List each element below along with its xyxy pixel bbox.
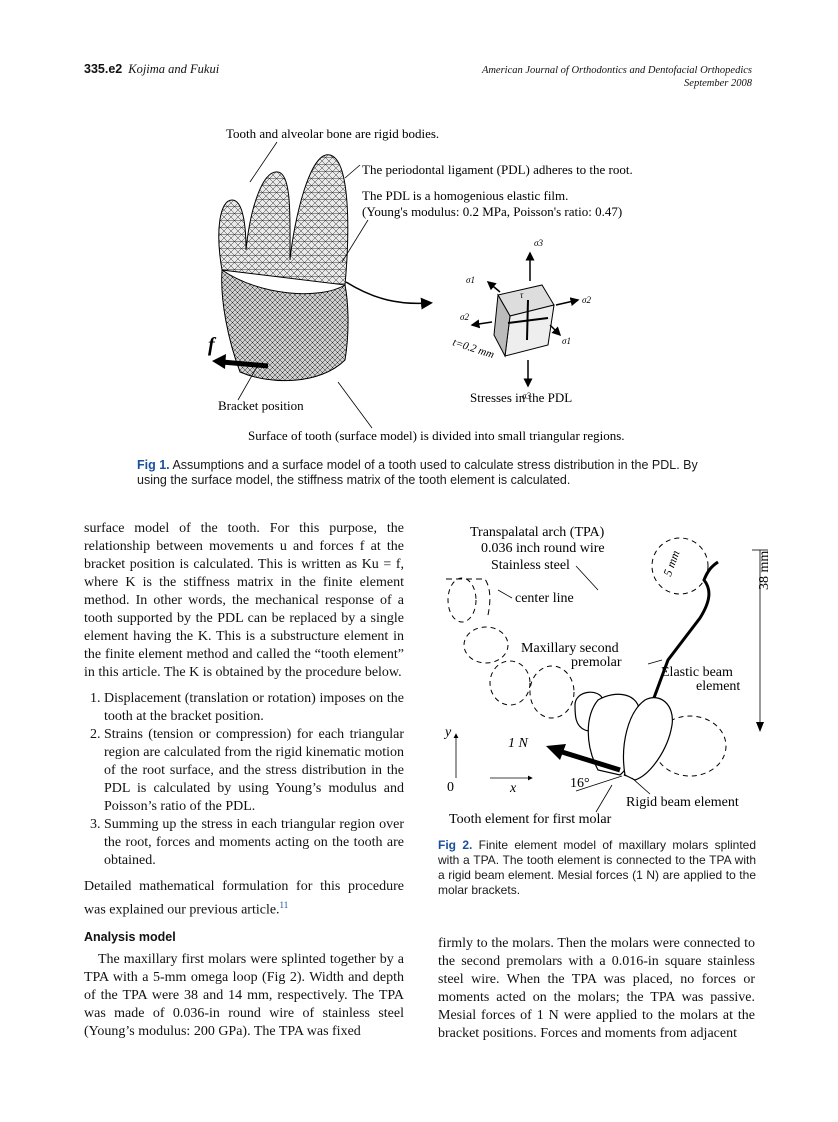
sigma2-right: σ2: [582, 295, 591, 305]
fig2-rigid: Rigid beam element: [626, 795, 739, 810]
fig2-caption-text: Finite element model of maxillary molars…: [438, 838, 756, 897]
fig2-premolar1: Maxillary second: [521, 641, 619, 656]
fig1-label-youngs: (Young's modulus: 0.2 MPa, Poisson's rat…: [362, 204, 622, 219]
pdl-stress-element: [470, 251, 580, 388]
fig2-depth: 38 mm: [757, 551, 772, 590]
figure-1-caption: Fig 1. Assumptions and a surface model o…: [137, 458, 727, 488]
figure-1: Tooth and alveolar bone are rigid bodies…: [208, 126, 633, 443]
fig2-x-axis: x: [509, 781, 517, 796]
procedure-list: Displacement (translation or rotation) i…: [84, 690, 404, 870]
formulation-text: Detailed mathematical formulation for th…: [84, 879, 404, 918]
analysis-heading: Analysis model: [84, 930, 176, 944]
fig1-label-homog: The PDL is a homogenious elastic film.: [362, 188, 568, 203]
fig2-center-line: center line: [515, 591, 574, 606]
fig2-elastic1: Elastic beam: [661, 665, 733, 680]
intro-paragraph: surface model of the tooth. For this pur…: [84, 521, 404, 680]
fig2-premolar2: premolar: [571, 655, 622, 670]
ref-11: 11: [279, 900, 289, 910]
analysis-paragraph: The maxillary first molars were splinted…: [84, 952, 404, 1039]
fig2-elastic2: element: [696, 679, 740, 694]
tau-label: τ: [520, 290, 524, 300]
figure-2-caption: Fig 2. Finite element model of maxillary…: [438, 838, 756, 898]
fig2-force: 1 N: [508, 736, 529, 751]
fig1-surface-label: Surface of tooth (surface model) is divi…: [248, 428, 625, 443]
procedure-step-1: Displacement (translation or rotation) i…: [104, 690, 404, 726]
fig1-force-f: f: [208, 334, 217, 356]
running-authors: Kojima and Fukui: [128, 62, 220, 76]
fig1-caption-text: Assumptions and a surface model of a too…: [137, 458, 698, 487]
fig2-title2: 0.036 inch round wire: [481, 541, 605, 556]
sigma1-top: σ1: [466, 275, 475, 285]
procedure-step-2: Strains (tension or compression) for eac…: [104, 726, 404, 816]
sigma3-bottom: σ3: [522, 391, 531, 401]
fig2-title3: Stainless steel: [491, 558, 570, 573]
fig2-origin: 0: [447, 780, 454, 795]
fig2-title1: Transpalatal arch (TPA): [470, 525, 605, 540]
fig1-bracket-position: Bracket position: [218, 398, 304, 413]
fig2-omega: 5 mm: [660, 548, 682, 578]
issue-date: September 2008: [684, 78, 752, 89]
fig1-caption-label: Fig 1.: [137, 458, 170, 472]
sigma1-right: σ1: [562, 336, 571, 346]
journal-name: American Journal of Orthodontics and Den…: [481, 65, 752, 76]
fig2-angle: 16°: [570, 776, 590, 791]
fig2-caption-label: Fig 2.: [438, 838, 473, 852]
fig1-label-pdl: The periodontal ligament (PDL) adheres t…: [362, 162, 633, 177]
fig2-tooth-element: Tooth element for first molar: [449, 812, 612, 827]
sigma2-left: σ2: [460, 312, 469, 322]
body-right-column: firmly to the molars. Then the molars we…: [438, 936, 755, 1041]
figure-2: Transpalatal arch (TPA) 0.036 inch round…: [443, 525, 772, 827]
tooth-surface-model: [218, 154, 349, 382]
body-left-column: surface model of the tooth. For this pur…: [84, 520, 404, 920]
procedure-step-3: Summing up the stress in each triangular…: [104, 816, 404, 870]
fig1-label-rigid: Tooth and alveolar bone are rigid bodies…: [226, 126, 439, 141]
formulation-paragraph: Detailed mathematical formulation for th…: [84, 878, 404, 920]
page-number: 335.e2: [84, 62, 123, 76]
running-header-right: American Journal of Orthodontics and Den…: [482, 64, 752, 90]
fig1-stresses: Stresses in the PDL: [470, 390, 572, 405]
fig2-y-axis: y: [443, 725, 452, 740]
sigma3-top: σ3: [534, 238, 543, 248]
running-header-left: 335.e2 Kojima and Fukui: [84, 62, 219, 77]
